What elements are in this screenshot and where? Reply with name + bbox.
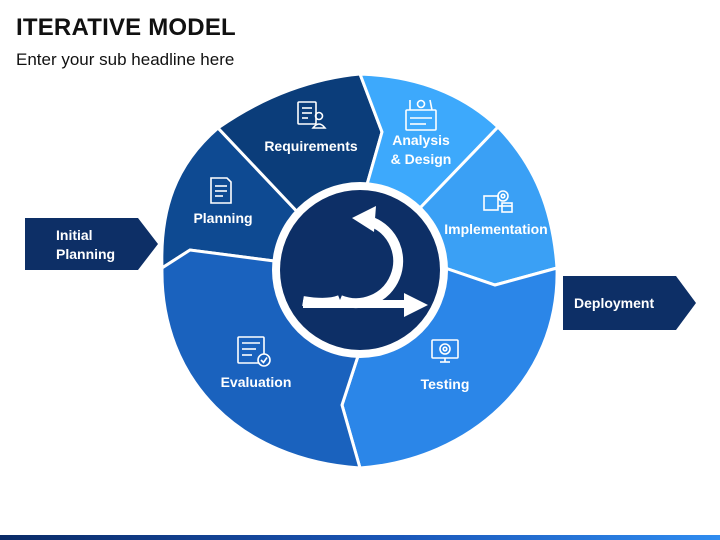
implementation-icon bbox=[483, 190, 513, 213]
initial-planning-label-line2: Planning bbox=[56, 246, 115, 262]
page-subtitle: Enter your sub headline here bbox=[16, 50, 235, 69]
planning-label: Planning bbox=[193, 210, 252, 226]
implementation-label: Implementation bbox=[444, 221, 547, 237]
bottom-accent-bar bbox=[0, 535, 720, 540]
analysis-design-label-line1: Analysis bbox=[392, 132, 450, 148]
planning-icon bbox=[210, 177, 232, 204]
iteration-cycle-arrowhead-right bbox=[404, 293, 428, 317]
analysis-design-icon bbox=[405, 99, 437, 131]
iteration-cycle-icon bbox=[302, 217, 408, 309]
center-circle bbox=[280, 190, 440, 350]
page-title: ITERATIVE MODEL bbox=[16, 14, 236, 41]
testing-icon bbox=[431, 339, 459, 363]
deployment-arrow bbox=[563, 276, 696, 330]
requirements-label: Requirements bbox=[264, 138, 358, 154]
initial-planning-label-line1: Initial bbox=[56, 227, 93, 243]
evaluation-label: Evaluation bbox=[221, 374, 292, 390]
iteration-cycle-arrowhead-top bbox=[352, 206, 376, 232]
evaluation-icon bbox=[237, 336, 271, 367]
initial-planning-arrow bbox=[25, 218, 158, 270]
analysis-design-label-line2: & Design bbox=[391, 151, 452, 167]
deployment-label: Deployment bbox=[574, 295, 654, 311]
testing-label: Testing bbox=[421, 376, 470, 392]
requirements-icon bbox=[297, 101, 327, 129]
